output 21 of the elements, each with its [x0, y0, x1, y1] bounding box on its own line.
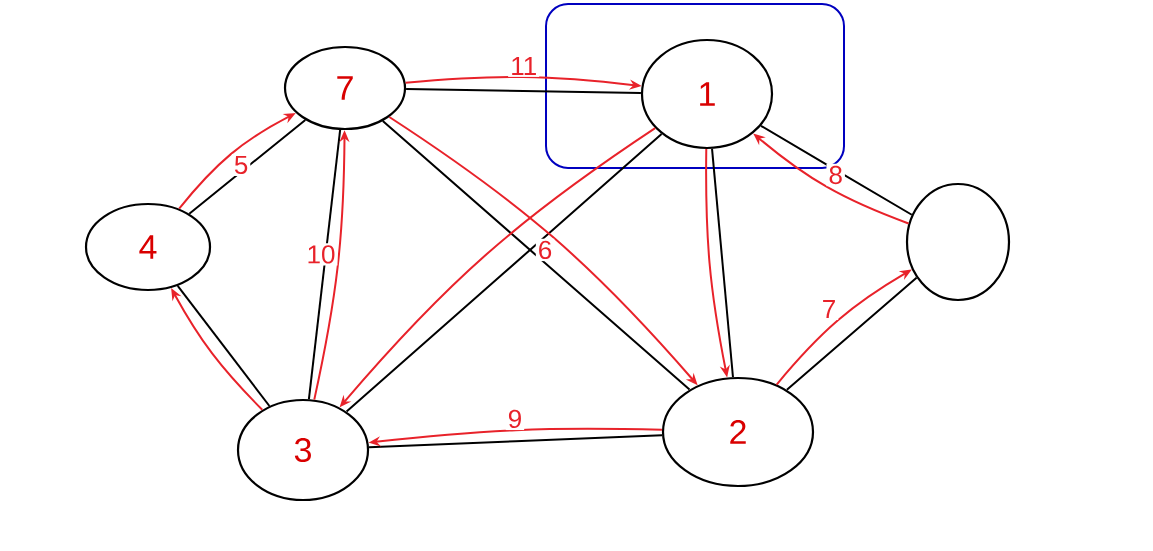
circle-node: 4	[84, 202, 212, 292]
edge-label: 5	[231, 153, 251, 177]
connector-line	[176, 284, 271, 407]
edge-label: 10	[304, 243, 338, 266]
edge-label: 9	[505, 407, 525, 431]
connector-line	[368, 434, 664, 449]
circle-node: 2	[661, 376, 815, 488]
connector-line	[759, 124, 913, 216]
connector-line	[405, 88, 642, 94]
connector-line	[785, 276, 918, 391]
edge-label: 8	[826, 163, 845, 187]
circle-node: 3	[236, 398, 370, 502]
connector-line	[307, 128, 342, 401]
connector-line	[711, 147, 734, 378]
circle-node: 1	[640, 38, 774, 150]
edge-label: 11	[508, 55, 540, 77]
edge-label: 6	[535, 238, 555, 262]
connector-line	[188, 119, 307, 215]
circle-node: 7	[283, 45, 407, 131]
circle-node	[905, 182, 1011, 302]
edge-label: 7	[819, 298, 839, 320]
